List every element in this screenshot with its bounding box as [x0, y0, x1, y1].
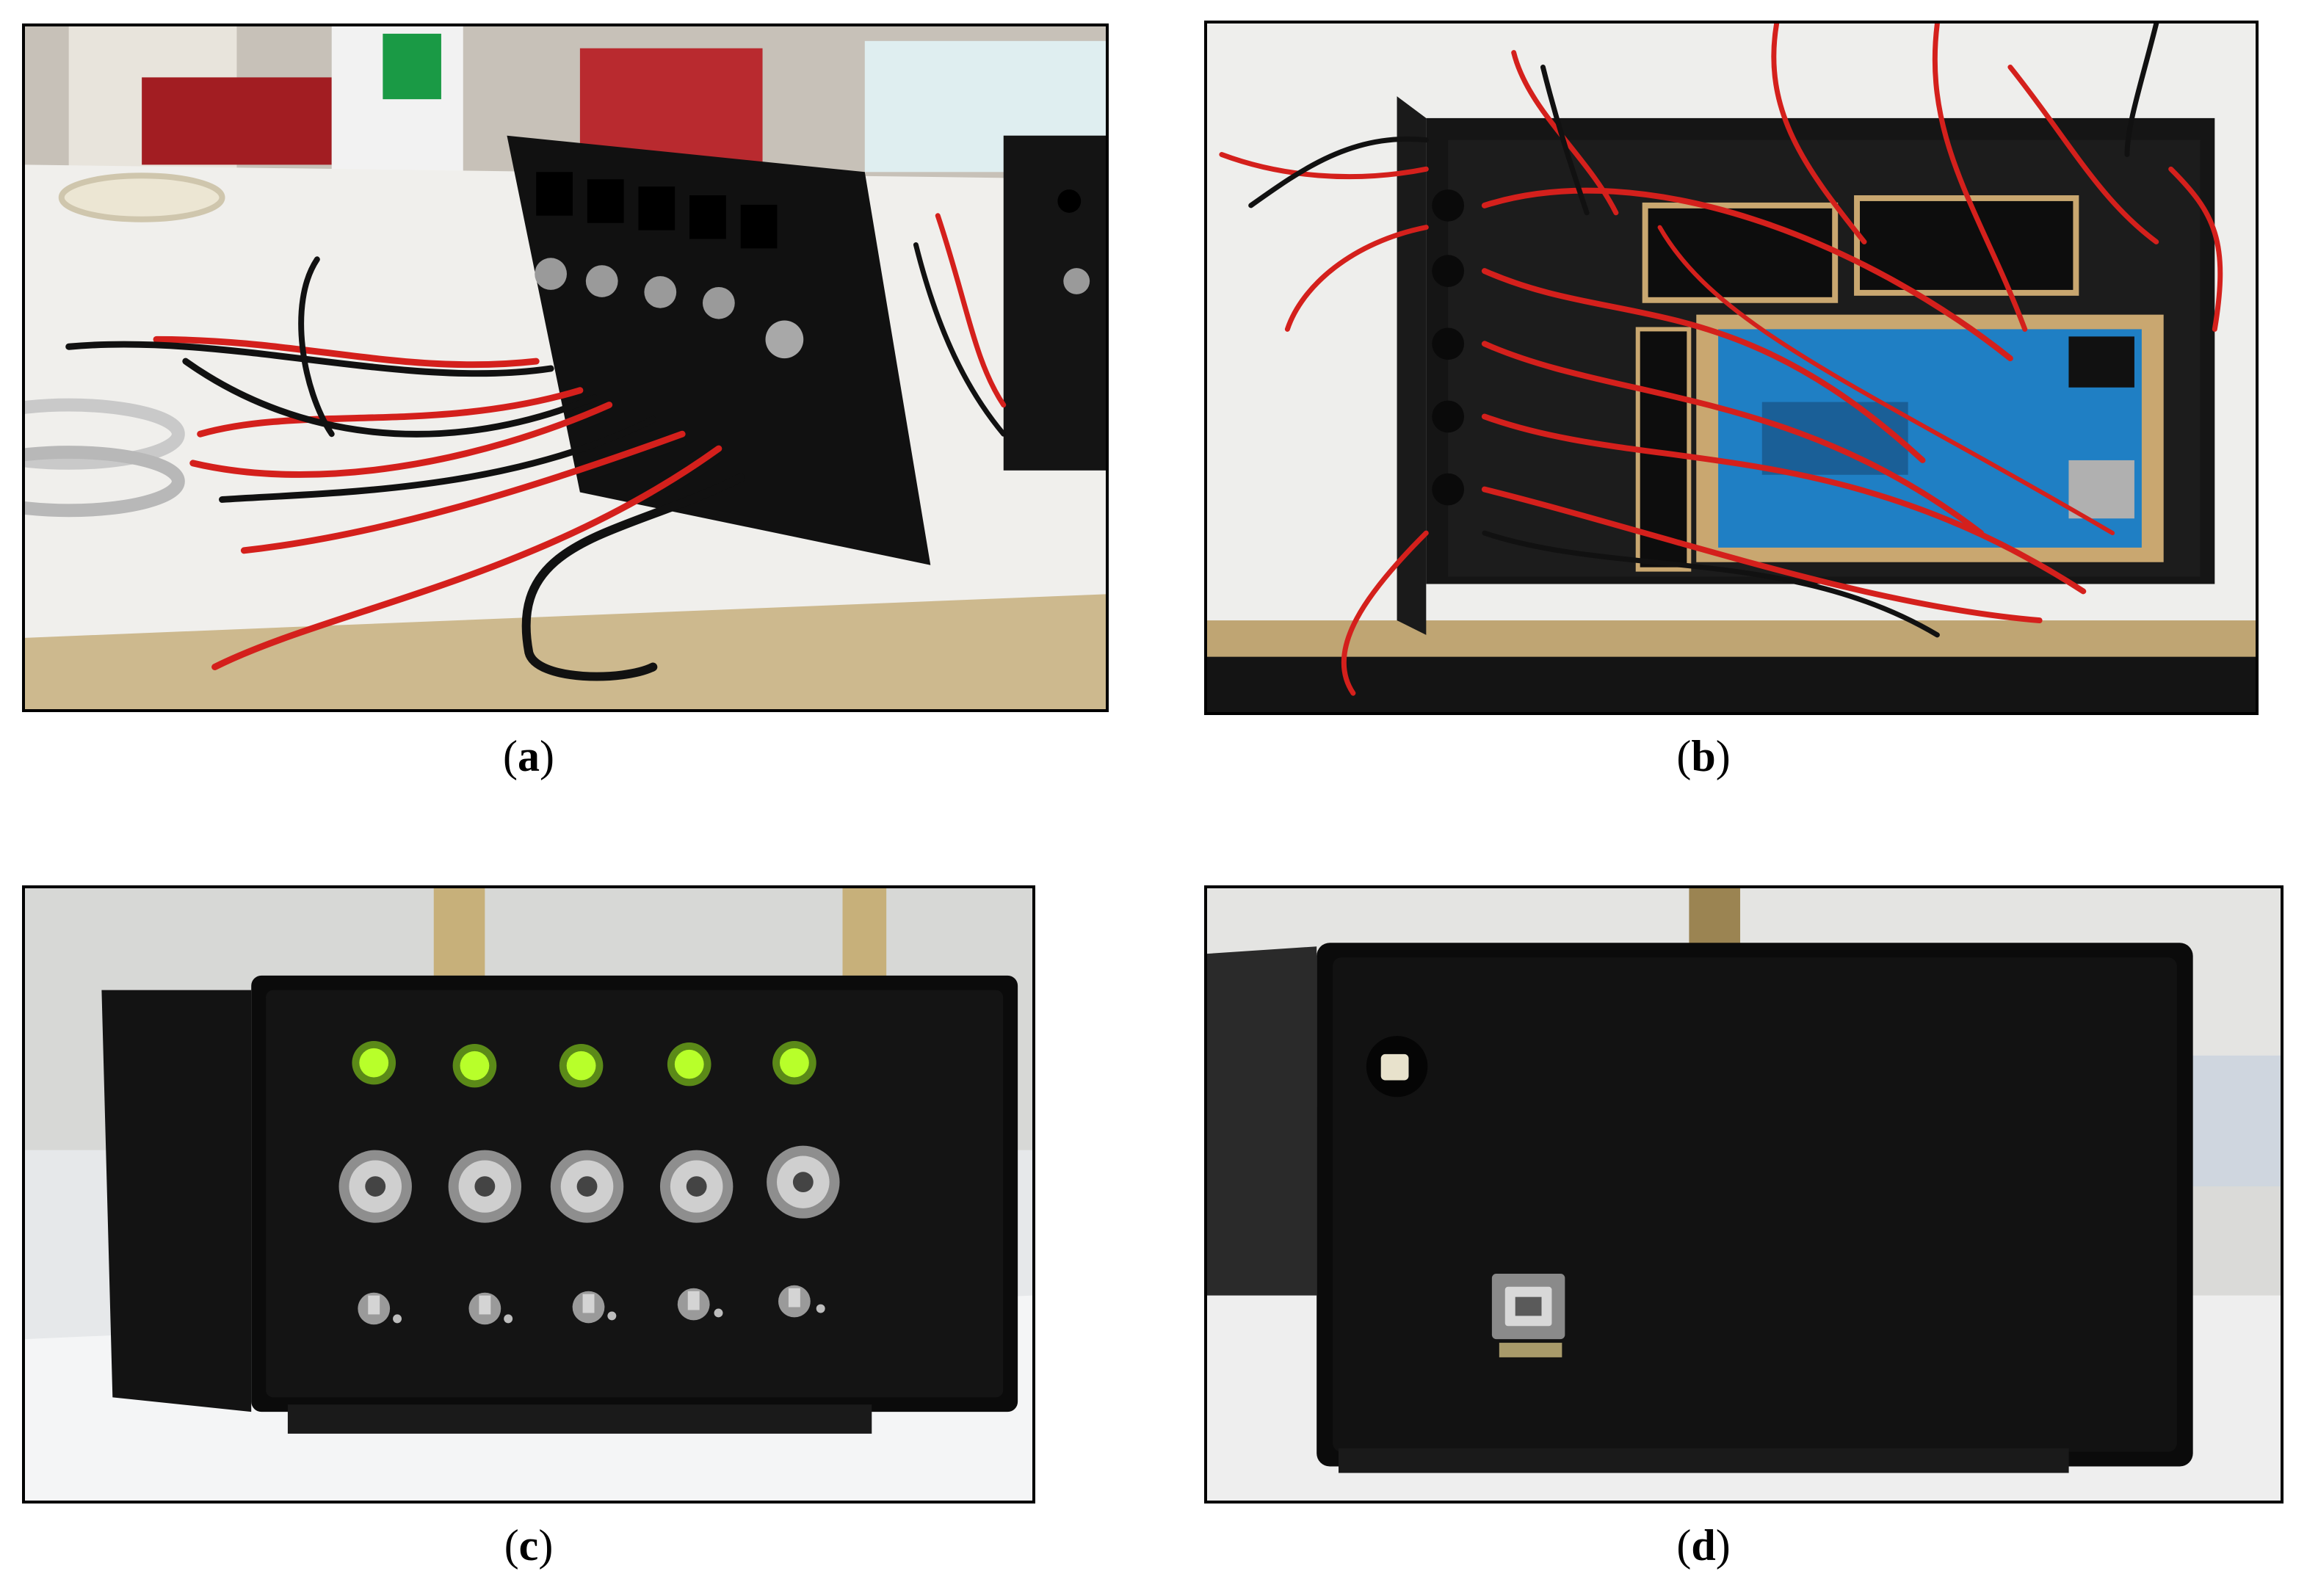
toggle-switch-5-icon — [778, 1285, 825, 1318]
photo-panel-c — [22, 885, 1035, 1503]
bnc-connector-4-icon — [659, 1150, 734, 1223]
toggle-switch-1-icon — [358, 1292, 402, 1325]
caption-d: (d) — [1676, 1521, 1731, 1570]
toggle-switch-3-icon — [572, 1291, 617, 1324]
push-button-icon — [1366, 1036, 1428, 1098]
front-controls-layer — [338, 1041, 840, 1325]
caption-b: (b) — [1676, 732, 1731, 780]
assembled-box-rear-photo — [1207, 888, 2281, 1501]
led-indicator-5-icon — [772, 1041, 816, 1085]
bnc-connector-2-icon — [448, 1150, 522, 1223]
photo-panel-a — [22, 23, 1109, 712]
caption-a: (a) — [503, 732, 554, 780]
usb-port-icon — [1491, 1273, 1565, 1357]
front-panel-wiring-photo — [25, 26, 1106, 709]
toggle-switch-4-icon — [677, 1288, 723, 1321]
bnc-connector-3-icon — [550, 1150, 624, 1223]
toggle-switch-2-icon — [468, 1292, 513, 1325]
led-indicator-2-icon — [452, 1043, 497, 1088]
led-indicator-3-icon — [559, 1043, 604, 1088]
rear-controls-layer — [1366, 1036, 1565, 1357]
photo-panel-b — [1204, 21, 2259, 715]
bnc-connector-5-icon — [767, 1145, 840, 1219]
open-enclosure-arduino-wiring-photo — [1207, 23, 2256, 712]
led-indicator-1-icon — [352, 1041, 396, 1085]
led-indicator-4-icon — [667, 1042, 711, 1087]
photo-panel-d — [1204, 885, 2284, 1503]
assembled-box-front-photo — [25, 888, 1032, 1501]
caption-c: (c) — [504, 1521, 554, 1570]
bnc-connector-1-icon — [338, 1150, 412, 1223]
